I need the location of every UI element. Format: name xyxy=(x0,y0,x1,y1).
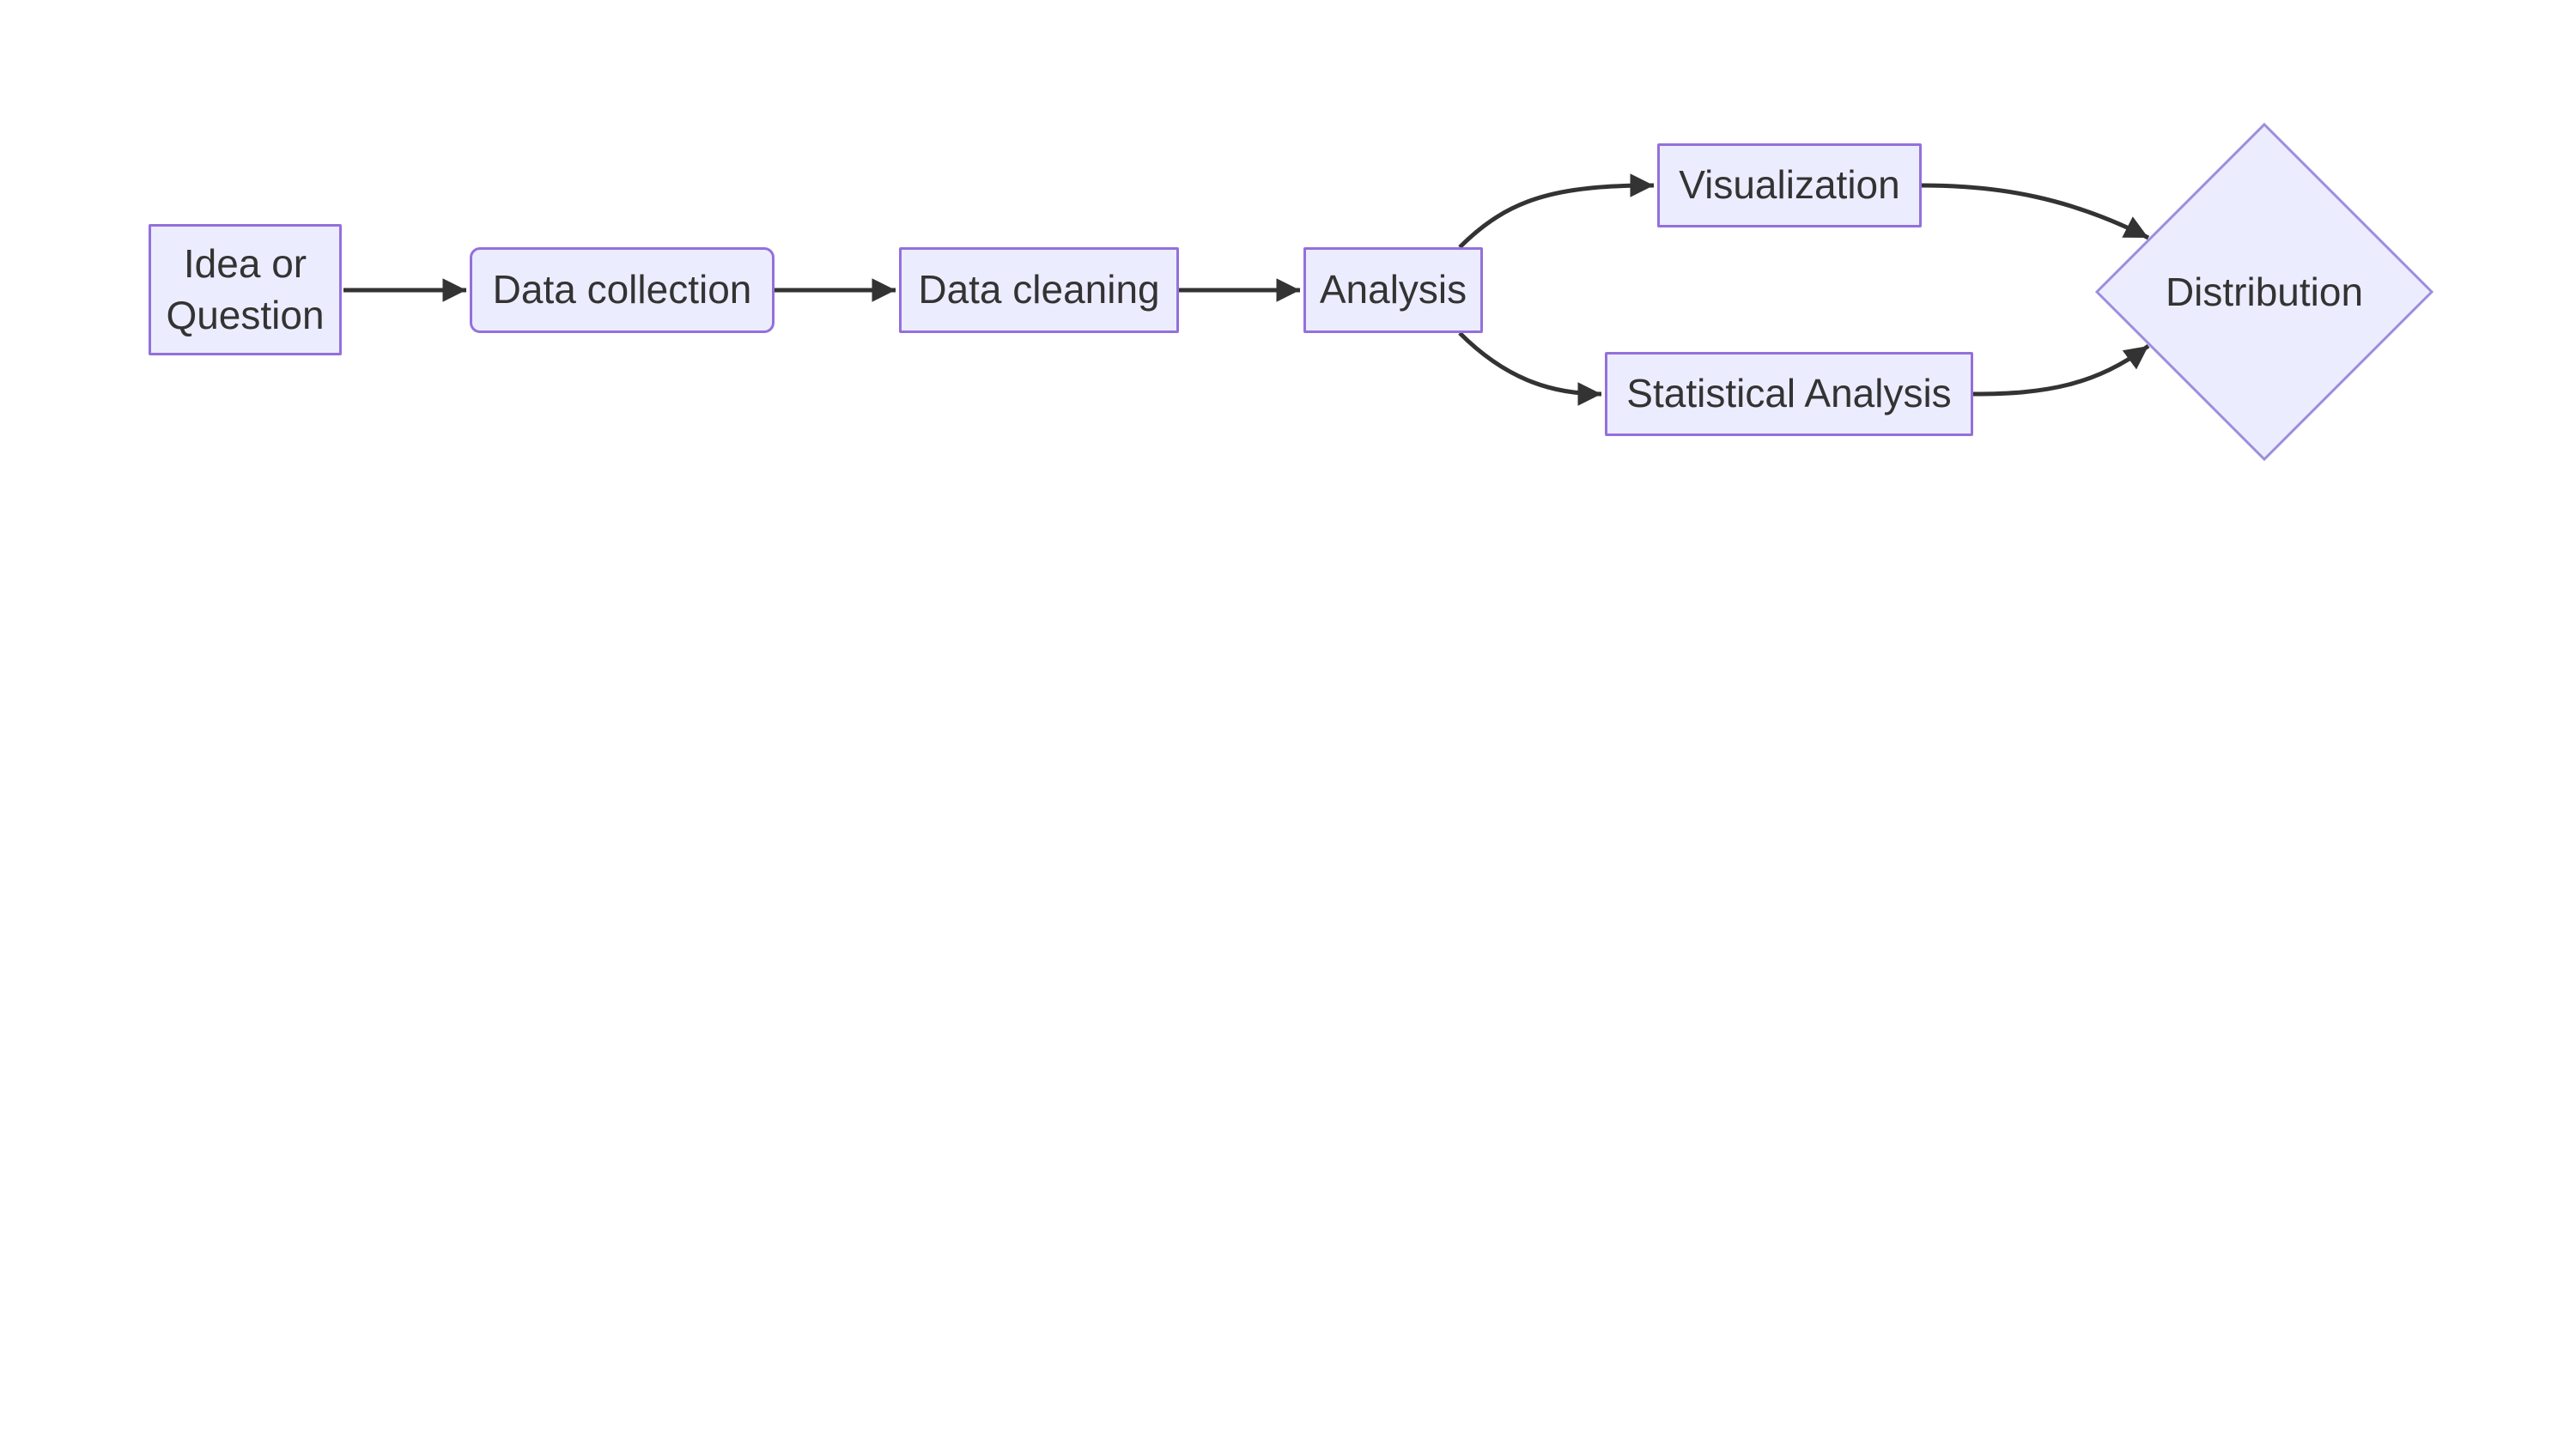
edge-visualization-to-distribution xyxy=(1921,183,2150,240)
edge-analysis-to-statistical xyxy=(1458,331,1602,406)
node-data-collection: Data collection xyxy=(470,247,775,333)
node-data-collection-label: Data collection xyxy=(492,267,752,312)
edge-analysis-to-visualization xyxy=(1458,173,1655,249)
node-distribution-label: Distribution xyxy=(2165,270,2364,314)
node-idea-or-question: Idea or Question xyxy=(149,224,342,355)
node-data-cleaning: Data cleaning xyxy=(899,247,1179,333)
node-analysis-label: Analysis xyxy=(1319,267,1467,312)
node-visualization-label: Visualization xyxy=(1679,162,1900,208)
node-data-cleaning-label: Data cleaning xyxy=(918,267,1160,312)
node-statistical-analysis: Statistical Analysis xyxy=(1605,352,1973,436)
node-analysis: Analysis xyxy=(1303,247,1483,333)
node-visualization: Visualization xyxy=(1657,143,1922,227)
node-idea-or-question-label: Idea or Question xyxy=(166,240,325,337)
node-distribution: Distribution xyxy=(2110,260,2419,324)
node-statistical-analysis-label: Statistical Analysis xyxy=(1626,371,1952,416)
edge-statistical-to-distribution xyxy=(1972,343,2150,397)
